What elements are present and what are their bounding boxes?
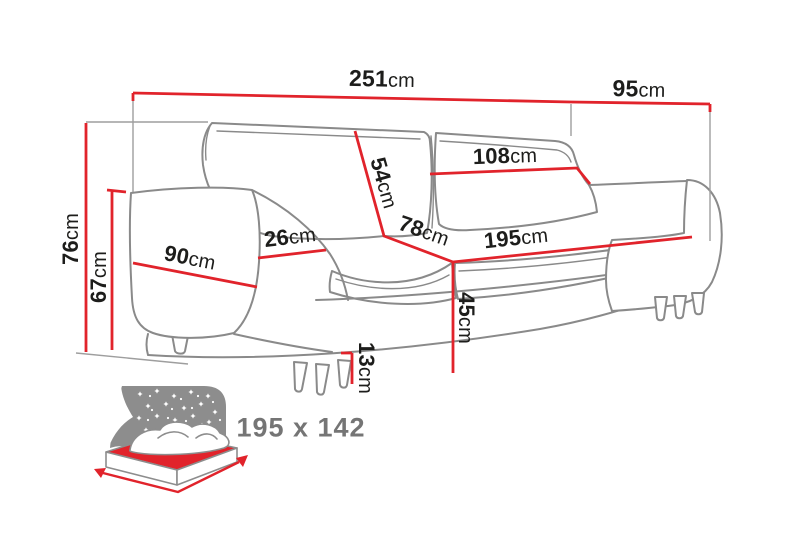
dim-line-251-95 bbox=[132, 91, 711, 106]
dim-value: 13 bbox=[354, 342, 379, 367]
dim-line-26 bbox=[257, 248, 327, 260]
dim-unit: cm bbox=[89, 251, 111, 279]
bed-curtain-swoosh bbox=[106, 386, 133, 452]
dim-label-back-cushion-width: 108cm bbox=[472, 142, 538, 170]
armrest-left bbox=[128, 186, 349, 339]
extension-lines bbox=[75, 100, 711, 365]
dim-value: 108 bbox=[472, 142, 511, 170]
dim-value: 251 bbox=[348, 64, 389, 92]
armrest-right bbox=[605, 179, 723, 312]
dim-value: 95 bbox=[612, 75, 639, 102]
dimension-lines bbox=[84, 91, 712, 384]
dim-unit: cm bbox=[509, 144, 538, 168]
dim-label-total-depth: 95cm bbox=[612, 75, 666, 102]
dim-line-90 bbox=[132, 261, 258, 289]
sleeping-area-size-label: 195 x 142 bbox=[236, 412, 366, 443]
dim-line-54-78-195 bbox=[353, 130, 693, 264]
bed-icon bbox=[94, 386, 248, 494]
dim-line-108 bbox=[429, 166, 592, 185]
dim-unit: cm bbox=[287, 223, 318, 250]
dim-line-67 bbox=[106, 188, 127, 350]
dim-unit: cm bbox=[454, 316, 476, 344]
dim-unit: cm bbox=[387, 69, 416, 93]
dim-value: 26 bbox=[262, 224, 291, 253]
dim-value: 45 bbox=[454, 292, 479, 317]
dim-unit: cm bbox=[61, 213, 83, 241]
dim-value: 195 bbox=[482, 224, 523, 254]
bed-blanket bbox=[128, 421, 230, 456]
dim-unit: cm bbox=[638, 79, 666, 102]
dim-label-arm-height: 67cm bbox=[86, 251, 111, 303]
dim-value: 76 bbox=[58, 240, 83, 265]
dim-label-total-width: 251cm bbox=[348, 64, 416, 93]
dim-label-total-height: 76cm bbox=[58, 213, 83, 265]
dim-line-13 bbox=[341, 351, 354, 384]
back-cushion-right bbox=[430, 132, 598, 232]
dim-label-leg-height: 13cm bbox=[354, 342, 379, 394]
dim-value: 67 bbox=[86, 278, 111, 303]
dim-unit: cm bbox=[520, 224, 550, 250]
bed-dimension-arrows bbox=[94, 455, 248, 494]
sofa-drawing bbox=[128, 122, 723, 396]
dim-unit: cm bbox=[354, 366, 376, 394]
back-frame-right bbox=[588, 180, 688, 186]
dim-label-seat-height: 45cm bbox=[454, 292, 479, 344]
